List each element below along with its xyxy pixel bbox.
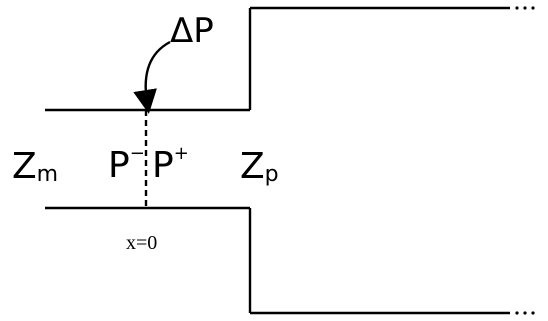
- bottom-continuation-dots: [515, 311, 535, 315]
- p-plus-label: P+: [152, 143, 189, 186]
- z-p-subscript: p: [265, 162, 279, 187]
- delta-p-arrow: [133, 40, 171, 114]
- p-plus-main: P: [152, 145, 174, 186]
- z-p-main: Z: [240, 146, 265, 187]
- z-m-label: Zm: [12, 146, 58, 187]
- delta-p-label: ΔP: [170, 11, 214, 51]
- z-m-main: Z: [12, 146, 37, 187]
- top-continuation-dots: [515, 6, 535, 10]
- p-minus-superscript: −: [130, 143, 145, 164]
- z-m-subscript: m: [37, 162, 58, 187]
- x-origin-label: x=0: [126, 232, 157, 254]
- p-minus-main: P: [108, 145, 130, 186]
- p-plus-superscript: +: [174, 143, 189, 164]
- z-p-label: Zp: [240, 146, 279, 187]
- p-minus-label: P−: [108, 143, 145, 186]
